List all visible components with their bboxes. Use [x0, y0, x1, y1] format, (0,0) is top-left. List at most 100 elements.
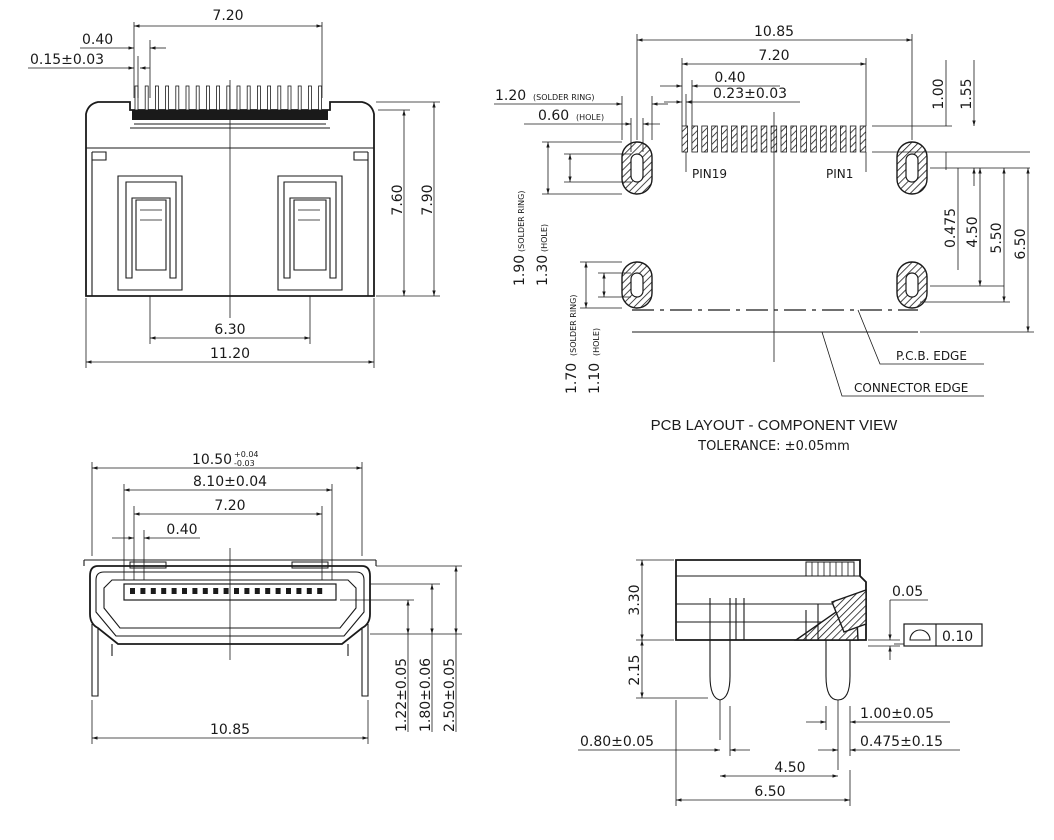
pcb-dim-040: 0.40	[714, 70, 745, 86]
pin19-label: PIN19	[692, 167, 727, 181]
side-dim-100: 1.00±0.05	[860, 706, 934, 722]
top-view-pin	[307, 85, 312, 111]
pcb-layout-title: PCB LAYOUT - COMPONENT VIEW	[651, 417, 899, 434]
top-view-pin	[175, 85, 180, 111]
pcb-pad	[681, 125, 688, 153]
front-dim-122: 1.22±0.05	[394, 658, 410, 732]
pcb-pad	[830, 125, 837, 153]
pcb-dim-060-note: (HOLE)	[576, 113, 604, 122]
front-dim-250: 2.50±0.05	[442, 658, 458, 732]
pcb-dim-100: 1.00	[931, 78, 947, 109]
top-view-pin	[205, 85, 210, 111]
front-view: 10.50 +0.04 -0.03 8.10±0.04 7.20 0.40 1.…	[83, 450, 462, 744]
top-view-pin	[134, 85, 139, 111]
side-dim-0475: 0.475±0.15	[860, 734, 943, 750]
top-view-dim-760: 7.60	[390, 184, 406, 215]
pcb-pad	[750, 125, 758, 153]
front-dim-1050-lower: -0.03	[234, 459, 255, 468]
pcb-pad	[711, 125, 718, 153]
front-view-pins	[130, 588, 323, 594]
mounting-hole-bottom-right	[896, 261, 928, 309]
tolerance-note: TOLERANCE: ±0.05mm	[697, 439, 850, 454]
top-view-pin	[154, 85, 159, 111]
pcb-pad	[800, 125, 807, 153]
side-view-body	[675, 559, 867, 641]
front-view-pin	[244, 588, 250, 594]
pcb-dim-110-note: (HOLE)	[592, 328, 601, 356]
pcb-edge-label: P.C.B. EDGE	[896, 349, 967, 363]
top-view-dim-1120: 11.20	[210, 346, 250, 362]
front-view-pin	[286, 588, 291, 594]
top-view-pin	[256, 85, 261, 111]
top-view-dim-pitch: 0.40	[82, 32, 113, 48]
top-view-pin	[216, 85, 221, 111]
side-dim-005: 0.05	[892, 584, 923, 600]
top-view-dim-pin-width: 0.15±0.03	[30, 52, 104, 68]
top-view-pin	[226, 85, 231, 111]
pcb-pad	[810, 125, 817, 153]
front-view-pin	[317, 588, 323, 594]
pcb-dim-060: 0.60	[538, 108, 569, 124]
top-view-dim-pin-span: 7.20	[212, 8, 243, 24]
pcb-pad	[780, 125, 787, 153]
front-view-pin	[275, 588, 281, 594]
front-dim-180: 1.80±0.06	[418, 658, 434, 732]
pin1-label: PIN1	[826, 167, 853, 181]
pcb-dim-550: 5.50	[989, 222, 1005, 253]
side-dim-215: 2.15	[627, 654, 643, 685]
top-view-body-outline	[85, 101, 375, 297]
top-view-pin	[165, 85, 170, 111]
pcb-pad	[691, 125, 698, 153]
top-view-pin	[287, 85, 292, 111]
front-dim-040: 0.40	[166, 522, 197, 538]
front-view-pin	[223, 588, 229, 594]
pcb-layout-view: 10.85 7.20 0.40 0.23±0.03 1.20 (SOLDER R…	[494, 24, 1034, 454]
right-latch	[277, 175, 343, 291]
side-dim-080: 0.80±0.05	[580, 734, 654, 750]
front-view-pin	[182, 588, 187, 594]
top-view-pin	[246, 85, 251, 111]
front-view-pin	[150, 588, 156, 594]
pcb-dim-130: 1.30	[535, 255, 551, 286]
pcb-pad	[731, 125, 738, 153]
front-view-pin	[254, 588, 260, 594]
top-view-pin	[277, 85, 282, 111]
front-dim-1050-upper: +0.04	[234, 450, 259, 459]
flatness-value: 0.10	[942, 629, 973, 645]
front-view-pin	[130, 588, 135, 594]
pcb-pad	[721, 125, 728, 153]
pcb-dim-170: 1.70	[564, 363, 580, 394]
pcb-pad	[840, 125, 847, 153]
pcb-pad	[859, 125, 867, 153]
pcb-dim-130-note: (HOLE)	[540, 224, 549, 252]
front-view-pin	[265, 588, 271, 594]
pcb-dim-120-note: (SOLDER RING)	[533, 93, 595, 102]
pcb-dim-170-note: (SOLDER RING)	[569, 295, 578, 357]
front-view-pin	[192, 588, 198, 594]
top-view: 7.20 0.40 0.15±0.03 7.60 7.90 6.30 11.20	[28, 8, 440, 368]
pcb-dim-190-note: (SOLDER RING)	[517, 191, 526, 253]
front-view-pin	[296, 588, 302, 594]
side-view: 3.30 2.15 0.05 0.10 1.00±0.05 0.80±0.05	[578, 559, 983, 806]
pcb-dim-190: 1.90	[512, 255, 528, 286]
side-dim-650: 6.50	[754, 784, 785, 800]
top-view-pin	[195, 85, 200, 111]
pcb-dim-1085: 10.85	[754, 24, 794, 40]
pcb-pad	[790, 125, 797, 153]
pcb-pad	[849, 125, 857, 153]
top-view-pin	[297, 85, 302, 111]
front-view-shell	[89, 565, 371, 645]
pcb-pad	[701, 125, 708, 153]
pcb-pad	[760, 125, 768, 153]
top-view-pin	[267, 85, 272, 111]
top-view-pin	[185, 85, 190, 111]
connector-edge-label: CONNECTOR EDGE	[854, 381, 968, 395]
mounting-hole-top-left	[621, 141, 653, 195]
left-latch	[117, 175, 183, 291]
front-dim-1050: 10.50	[192, 452, 232, 468]
pcb-dim-155: 1.55	[959, 78, 975, 109]
top-view-dim-630: 6.30	[214, 322, 245, 338]
pcb-dim-110: 1.10	[587, 363, 603, 394]
front-view-pin	[171, 588, 177, 594]
